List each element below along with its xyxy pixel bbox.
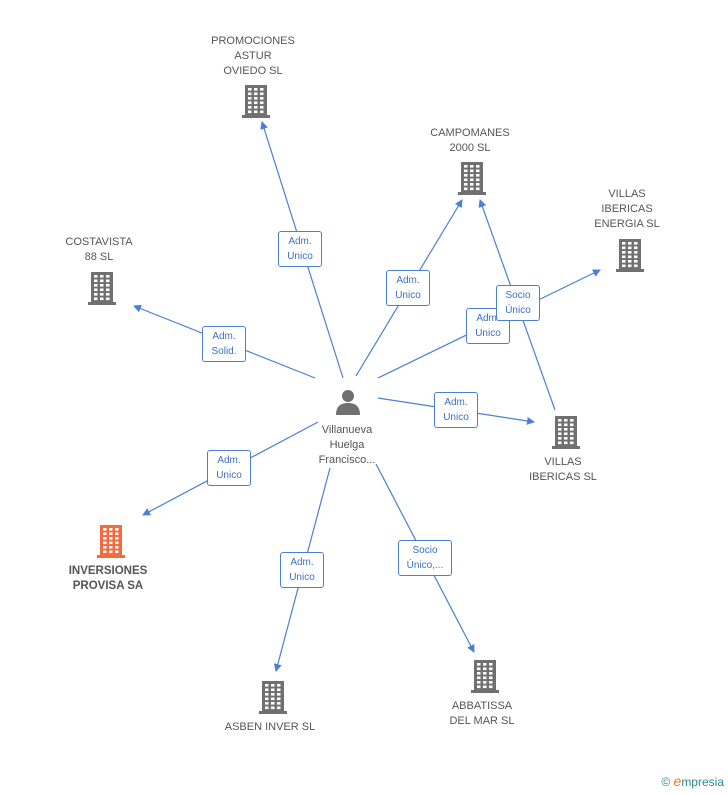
company-name-abbatissa[interactable]: ABBATISSA DEL MAR SL	[449, 700, 515, 727]
building-icon-campomanes[interactable]	[457, 161, 487, 200]
company-name-inversiones[interactable]: INVERSIONES PROVISA SA	[68, 565, 148, 592]
company-name-costavista[interactable]: COSTAVISTA 88 SL	[65, 236, 133, 263]
building-icon-villas_energia[interactable]	[615, 238, 645, 277]
person-icon[interactable]	[334, 388, 362, 421]
edge-label-asben[interactable]: Adm. Unico	[280, 552, 324, 588]
building-icon-inversiones[interactable]	[96, 524, 126, 563]
edge-label-costavista[interactable]: Adm. Solid.	[202, 326, 246, 362]
copyright-icon: ©	[661, 775, 671, 789]
company-name-villas_ibericas[interactable]: VILLAS IBERICAS SL	[529, 456, 597, 483]
company-name-promociones[interactable]: PROMOCIONES ASTUR OVIEDO SL	[211, 35, 295, 77]
edge-label-abbatissa[interactable]: Socio Único,...	[398, 540, 452, 576]
edge-label-inversiones[interactable]: Adm. Unico	[207, 450, 251, 486]
building-icon-abbatissa[interactable]	[470, 659, 500, 698]
edge-label-villas_ibericas[interactable]: Adm. Unico	[434, 392, 478, 428]
company-name-asben[interactable]: ASBEN INVER SL	[224, 721, 316, 733]
building-icon-asben[interactable]	[258, 680, 288, 719]
building-icon-promociones[interactable]	[241, 84, 271, 123]
empresia-logo-e: e	[673, 773, 682, 789]
edge-label-villas_ibericas-campomanes[interactable]: Socio Único	[496, 285, 540, 321]
company-name-villas_energia[interactable]: VILLAS IBERICAS ENERGIA SL	[594, 188, 660, 230]
building-icon-costavista[interactable]	[87, 271, 117, 310]
person-name[interactable]: Villanueva Huelga Francisco...	[318, 424, 376, 466]
company-name-campomanes[interactable]: CAMPOMANES 2000 SL	[430, 127, 510, 154]
edge-label-promociones[interactable]: Adm. Unico	[278, 231, 322, 267]
empresia-logo-text: mpresia	[681, 775, 724, 789]
brand-footer: © empresia	[661, 773, 724, 789]
edge-label-campomanes[interactable]: Adm. Unico	[386, 270, 430, 306]
building-icon-villas_ibericas[interactable]	[551, 415, 581, 454]
